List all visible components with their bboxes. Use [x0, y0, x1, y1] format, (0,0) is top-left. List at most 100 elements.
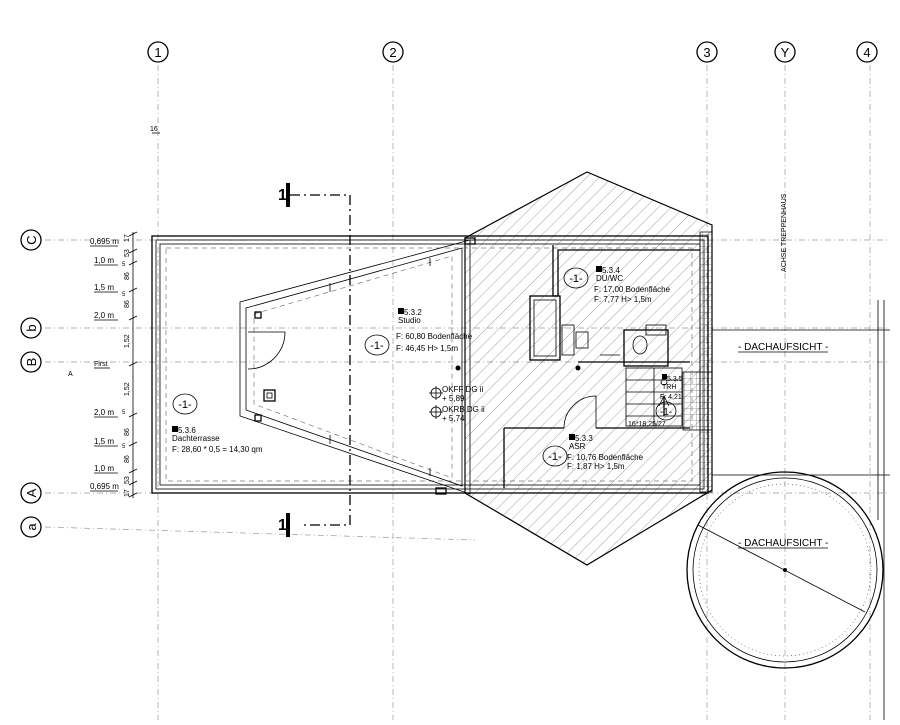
svg-text:5.3.4: 5.3.4 — [602, 266, 620, 275]
level-label: First — [94, 361, 108, 368]
axis-bubble-4: 4 — [856, 41, 878, 63]
level-labels: 0,695 m 1,0 m 1,5 m 2,0 m First 2,0 m 1,… — [90, 237, 119, 492]
svg-text:- DACHAUFSICHT -: - DACHAUFSICHT - — [738, 538, 828, 549]
roof-outline — [464, 171, 713, 566]
level-label: 1,0 m — [94, 464, 114, 473]
dimension-text: 17 — [124, 489, 131, 497]
svg-text:F: 10,76 Bodenfläche: F: 10,76 Bodenfläche — [567, 453, 644, 462]
svg-text:5.3.2: 5.3.2 — [404, 308, 422, 317]
svg-text:F: 17,00 Bodenfläche: F: 17,00 Bodenfläche — [594, 285, 671, 294]
axis-bubble-a-small: a — [20, 516, 42, 538]
room-tag-asr: -1- 5.3.3 ASR F: 10,76 Bodenfläche F: 1,… — [542, 434, 644, 471]
stair-label: 16*18,25/27 — [628, 421, 666, 428]
svg-text:F: 1,87 H> 1,5m: F: 1,87 H> 1,5m — [567, 462, 625, 471]
svg-text:OKRB DG ii: OKRB DG ii — [442, 405, 485, 414]
svg-text:F: 4,21: F: 4,21 — [660, 394, 682, 401]
dimension-text: 17 — [124, 234, 131, 242]
dimension-text: 5 — [122, 410, 126, 416]
axis-bubble-b: B — [20, 351, 42, 373]
elevation-okrb: OKRB DG ii + 5,74 — [429, 405, 485, 423]
svg-text:Y: Y — [781, 45, 790, 60]
elevation-okff: OKFF DG ii + 5,89 — [429, 385, 484, 403]
dimension-text: 86 — [124, 300, 131, 308]
svg-text:+ 5,89: + 5,89 — [442, 394, 465, 403]
svg-text:a: a — [24, 523, 39, 531]
dimension-16: 16 — [150, 126, 158, 133]
dimension-text: 86 — [124, 272, 131, 280]
room-tag-trh: -1- 5.3.5 TRH F: 4,21 16*18,25/27 — [628, 374, 683, 428]
svg-text:4: 4 — [863, 45, 870, 60]
level-label: 2,0 m — [94, 311, 114, 320]
svg-text:- DACHAUFSICHT -: - DACHAUFSICHT - — [738, 342, 828, 353]
roof-view-circle — [686, 300, 890, 720]
axis-bubble-c: C — [20, 229, 42, 251]
axis-bubble-a: A — [20, 482, 42, 504]
svg-text:+ 5,74: + 5,74 — [442, 414, 465, 423]
svg-text:DU/WC: DU/WC — [596, 274, 623, 283]
svg-text:C: C — [24, 235, 39, 244]
svg-text:A: A — [24, 488, 39, 497]
svg-text:1: 1 — [278, 187, 287, 204]
dimension-text: 5 — [122, 444, 126, 450]
dachaufsicht-label-2: - DACHAUFSICHT - — [738, 538, 828, 549]
section-marker-bottom: 1 — [278, 513, 290, 537]
svg-text:-1-: -1- — [548, 451, 562, 463]
axis-bubble-2: 2 — [382, 41, 404, 63]
svg-text:3: 3 — [703, 45, 710, 60]
room-tag-du-wc: -1- 5.3.4 DU/WC F: 17,00 Bodenfläche F: … — [563, 266, 671, 304]
level-label: 1,5 m — [94, 437, 114, 446]
dimension-text: 1,52 — [124, 382, 131, 396]
svg-text:OKFF DG ii: OKFF DG ii — [442, 385, 484, 394]
building-walls — [151, 235, 709, 494]
axis-bubble-3: 3 — [696, 41, 718, 63]
svg-text:Dachterrasse: Dachterrasse — [172, 434, 220, 443]
level-label: 1,0 m — [94, 256, 114, 265]
dimension-text: 5 — [122, 292, 126, 298]
svg-text:Studio: Studio — [398, 316, 421, 325]
svg-text:ASR: ASR — [569, 442, 586, 451]
dachaufsicht-label-1: - DACHAUFSICHT - — [738, 342, 828, 353]
dimension-text: 53 — [124, 476, 131, 484]
svg-text:-1-: -1- — [569, 273, 583, 285]
axis-grid-lines — [44, 65, 890, 720]
stair-axis-label: ACHSE TREPPENHAUS — [781, 193, 788, 272]
studio-glazing — [239, 237, 476, 495]
svg-text:1: 1 — [154, 45, 161, 60]
svg-text:b: b — [24, 324, 39, 331]
svg-text:-1-: -1- — [660, 407, 672, 418]
dimension-text: 53 — [124, 249, 131, 257]
dimension-text: 86 — [124, 455, 131, 463]
svg-text:F: 28,60 * 0,5 = 14,30 qm: F: 28,60 * 0,5 = 14,30 qm — [172, 445, 263, 454]
room-tag-studio: -1- 5.3.2 Studio F: 60,80 Bodenfläche F:… — [364, 308, 473, 356]
interior-walls — [503, 245, 700, 488]
level-label: 2,0 m — [94, 408, 114, 417]
terrace-door — [247, 331, 286, 402]
level-label: 0,695 m — [90, 237, 119, 246]
level-label: 0,695 m — [90, 482, 119, 491]
dimension-text: 5 — [122, 262, 126, 268]
svg-text:1: 1 — [278, 517, 287, 534]
svg-text:5.3.3: 5.3.3 — [575, 434, 593, 443]
room-tag-dachterrasse: -1- 5.3.6 Dachterrasse F: 28,60 * 0,5 = … — [172, 393, 263, 454]
level-label: 1,5 m — [94, 283, 114, 292]
svg-text:-1-: -1- — [178, 399, 192, 411]
dimension-chain: 17 53 5 86 5 86 1,52 1,52 5 86 5 86 53 1… — [122, 231, 138, 498]
dimension-text: 86 — [124, 428, 131, 436]
svg-text:F: 60,80 Bodenfläche: F: 60,80 Bodenfläche — [396, 332, 473, 341]
svg-text:-1-: -1- — [370, 340, 384, 352]
section-marker-top: 1 — [278, 183, 351, 526]
svg-text:TRH: TRH — [662, 384, 676, 391]
svg-text:B: B — [24, 358, 39, 367]
svg-text:5.3.5: 5.3.5 — [667, 376, 683, 383]
svg-text:ACHSE TREPPENHAUS: ACHSE TREPPENHAUS — [781, 193, 788, 272]
axis-bubble-y: Y — [774, 41, 796, 63]
svg-text:F: 46,45 H> 1,5m: F: 46,45 H> 1,5m — [396, 344, 458, 353]
svg-text:2: 2 — [389, 45, 396, 60]
axis-bubble-b-small: b — [20, 317, 42, 339]
axis-bubble-1: 1 — [147, 41, 169, 63]
svg-text:F: 7,77 H> 1,5m: F: 7,77 H> 1,5m — [594, 295, 652, 304]
axis-a-small-label: A — [68, 371, 73, 378]
svg-text:5.3.6: 5.3.6 — [178, 426, 196, 435]
dimension-text: 1,52 — [124, 334, 131, 348]
